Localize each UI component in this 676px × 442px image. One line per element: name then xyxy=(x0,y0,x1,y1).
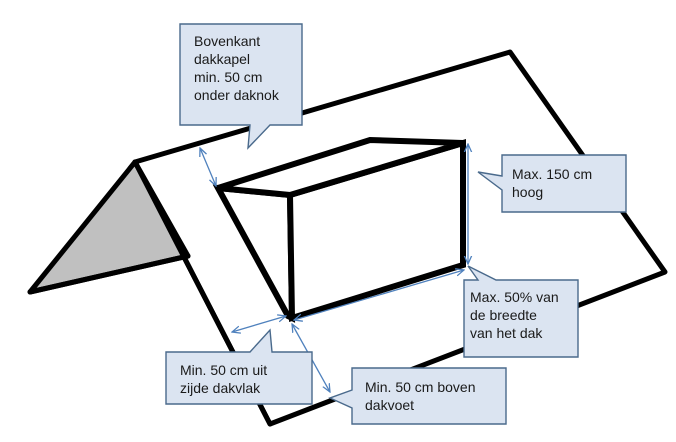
side-distance-arrow xyxy=(232,316,286,332)
callout-ridge-distance-box xyxy=(179,23,303,150)
callout-side-distance-box xyxy=(165,328,313,405)
callout-max-width-text: Max. 50% van de breedte van het dak xyxy=(470,289,559,341)
callout-eave-distance-box xyxy=(328,367,507,425)
callout-max-height-box xyxy=(477,154,627,213)
callout-side-distance-text: Min. 50 cm uit zijde dakvlak xyxy=(180,362,268,396)
dormer-top-face xyxy=(217,136,464,199)
callout-eave-distance-text: Min. 50 cm boven dakvoet xyxy=(365,379,476,413)
ridge-distance-arrow xyxy=(200,148,216,186)
width-arrow xyxy=(294,270,464,320)
callout-ridge-distance-text: Bovenkant dakkapel min. 50 cm onder dakn… xyxy=(194,33,279,103)
callout-max-height-text: Max. 150 cm hoog xyxy=(512,166,593,200)
callout-max-width-box xyxy=(463,265,579,358)
roof-front-edge xyxy=(27,253,191,295)
